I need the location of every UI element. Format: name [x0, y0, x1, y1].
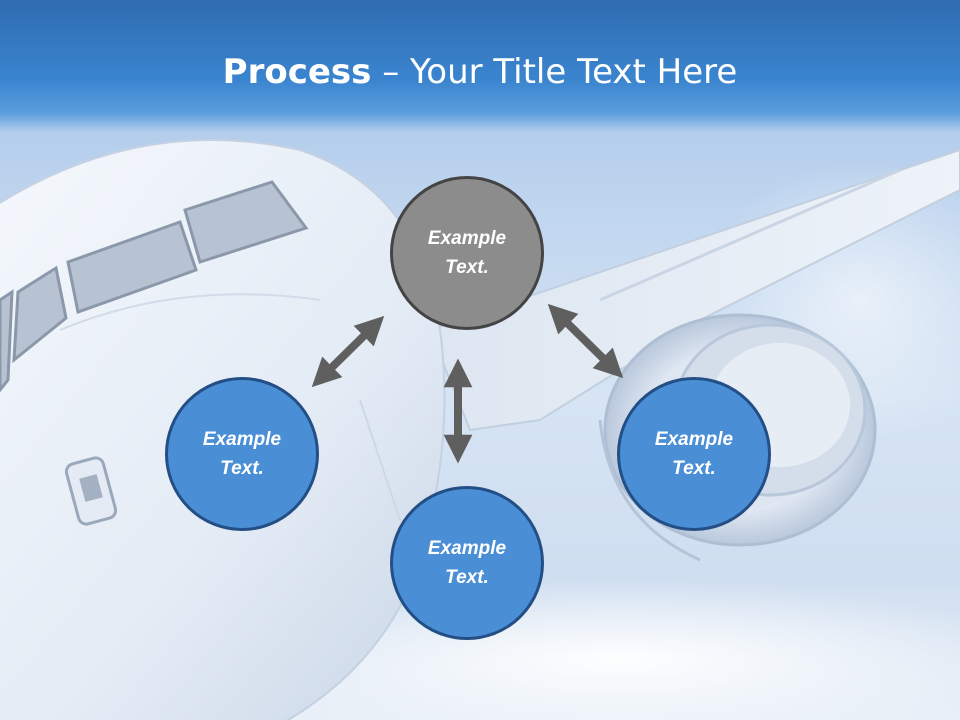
process-circle-top[interactable]: Example Text.	[390, 176, 544, 330]
circle-label-bottom: Example Text.	[427, 538, 507, 588]
circle-label-left: Example Text.	[202, 429, 282, 479]
title-separator: –	[371, 52, 411, 92]
process-circle-right[interactable]: Example Text.	[617, 377, 771, 531]
title-strong: Process	[222, 52, 372, 92]
double-arrow-top-left	[311, 315, 385, 388]
slide-title: Process – Your Title Text Here	[0, 52, 960, 92]
double-arrow-top-right	[547, 303, 624, 379]
circle-label-right: Example Text.	[654, 429, 734, 479]
process-circle-left[interactable]: Example Text.	[165, 377, 319, 531]
circle-label-top: Example Text.	[427, 228, 507, 278]
process-circle-bottom[interactable]: Example Text.	[390, 486, 544, 640]
title-bar	[0, 0, 960, 132]
title-rest: Your Title Text Here	[410, 52, 738, 92]
